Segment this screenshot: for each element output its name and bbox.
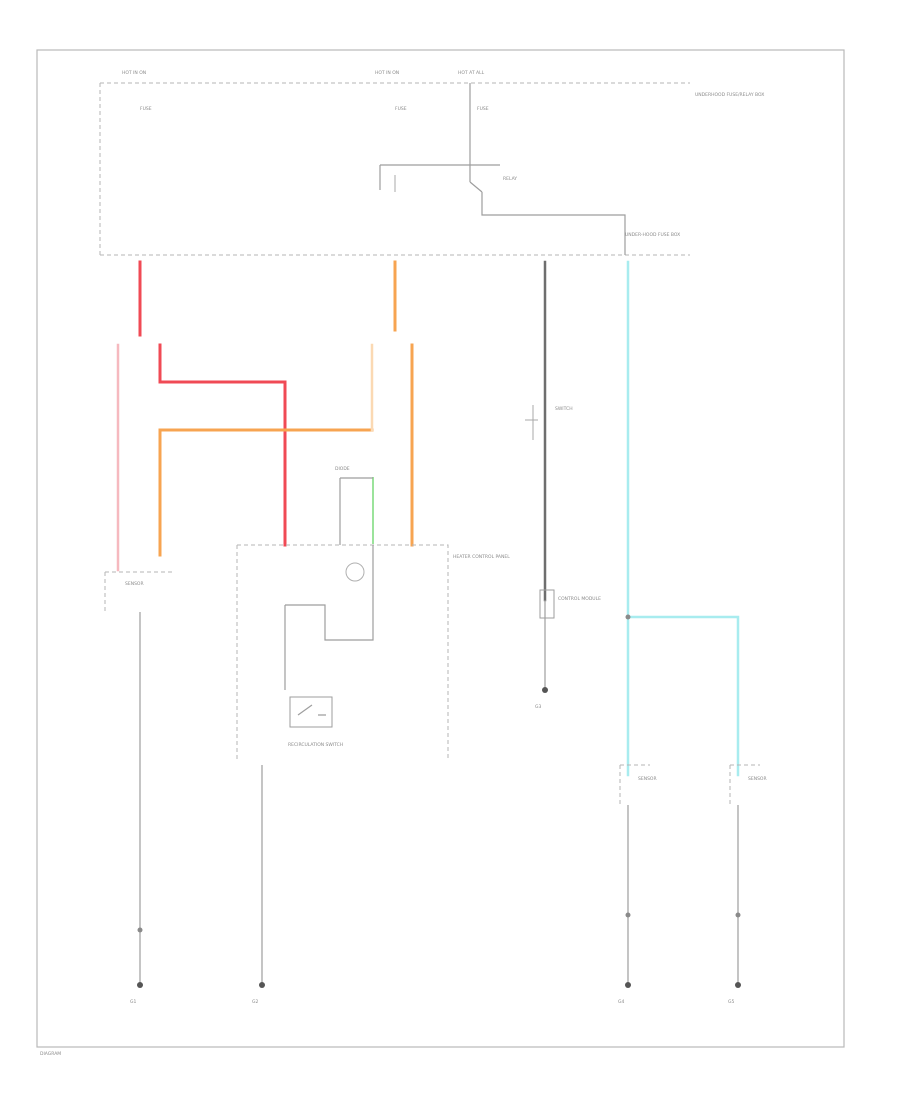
fan-motor	[345, 562, 365, 582]
control-module-box	[539, 589, 555, 619]
figure-id: DIAGRAM	[40, 1051, 61, 1057]
ground-3-label: G3	[535, 704, 541, 710]
diode-label: DIODE	[335, 466, 350, 472]
wire-cyan	[626, 260, 740, 777]
splice-dot	[137, 927, 143, 933]
relay-label: RELAY	[503, 176, 517, 182]
ground-symbol	[735, 982, 741, 988]
fuse-mid-label: FUSE	[395, 106, 407, 112]
fuse-box-outline	[99, 82, 690, 256]
heater-control-box	[236, 544, 449, 760]
ground-symbol	[259, 982, 265, 988]
fuse-box-tag-left: HOT IN ON	[122, 70, 146, 76]
control-module-label: CONTROL MODULE	[558, 596, 601, 602]
relay-box-note: UNDER-HOOD FUSE BOX	[625, 232, 680, 238]
ground-symbol	[542, 687, 548, 693]
switch-lock-label: SWITCH	[555, 406, 573, 412]
ground-1-label: G1	[130, 999, 136, 1005]
fuse-box-tag-mid: HOT IN ON	[375, 70, 399, 76]
sensor-wires-down	[627, 805, 739, 985]
sensor-module-label: SENSOR	[125, 581, 144, 587]
sensor-right-box	[729, 764, 760, 805]
splice-dot	[735, 912, 741, 918]
ground-symbol	[625, 982, 631, 988]
switch-lock-symbol	[525, 405, 538, 440]
fuse-box-tag-right: HOT AT ALL	[458, 70, 485, 76]
recirc-switch-label: RECIRCULATION SWITCH	[288, 742, 343, 748]
sensor-left-box	[619, 764, 650, 805]
left-module-box	[104, 571, 175, 612]
splice-dot	[625, 912, 631, 918]
ground-symbol	[137, 982, 143, 988]
diagram-frame	[36, 49, 845, 1048]
ground-2-label: G2	[252, 999, 258, 1005]
recirc-switch-contact	[297, 704, 326, 716]
sensor-right-label: SENSOR	[748, 776, 767, 782]
wire-red	[138, 260, 287, 547]
fuse-left-label: FUSE	[140, 106, 152, 112]
ground-5-label: G5	[728, 999, 734, 1005]
heater-control-label: HEATER CONTROL PANEL	[453, 554, 510, 560]
relay-contact	[379, 83, 626, 255]
control-internal	[284, 477, 374, 690]
sensor-left-label: SENSOR	[638, 776, 657, 782]
fuse-right-label: FUSE	[477, 106, 489, 112]
fuse-box-name: UNDERHOOD FUSE/RELAY BOX	[695, 92, 764, 98]
ground-4-label: G4	[618, 999, 624, 1005]
wire-orange	[158, 260, 414, 557]
splice-dot	[625, 614, 631, 620]
recirc-switch-box	[289, 696, 333, 728]
